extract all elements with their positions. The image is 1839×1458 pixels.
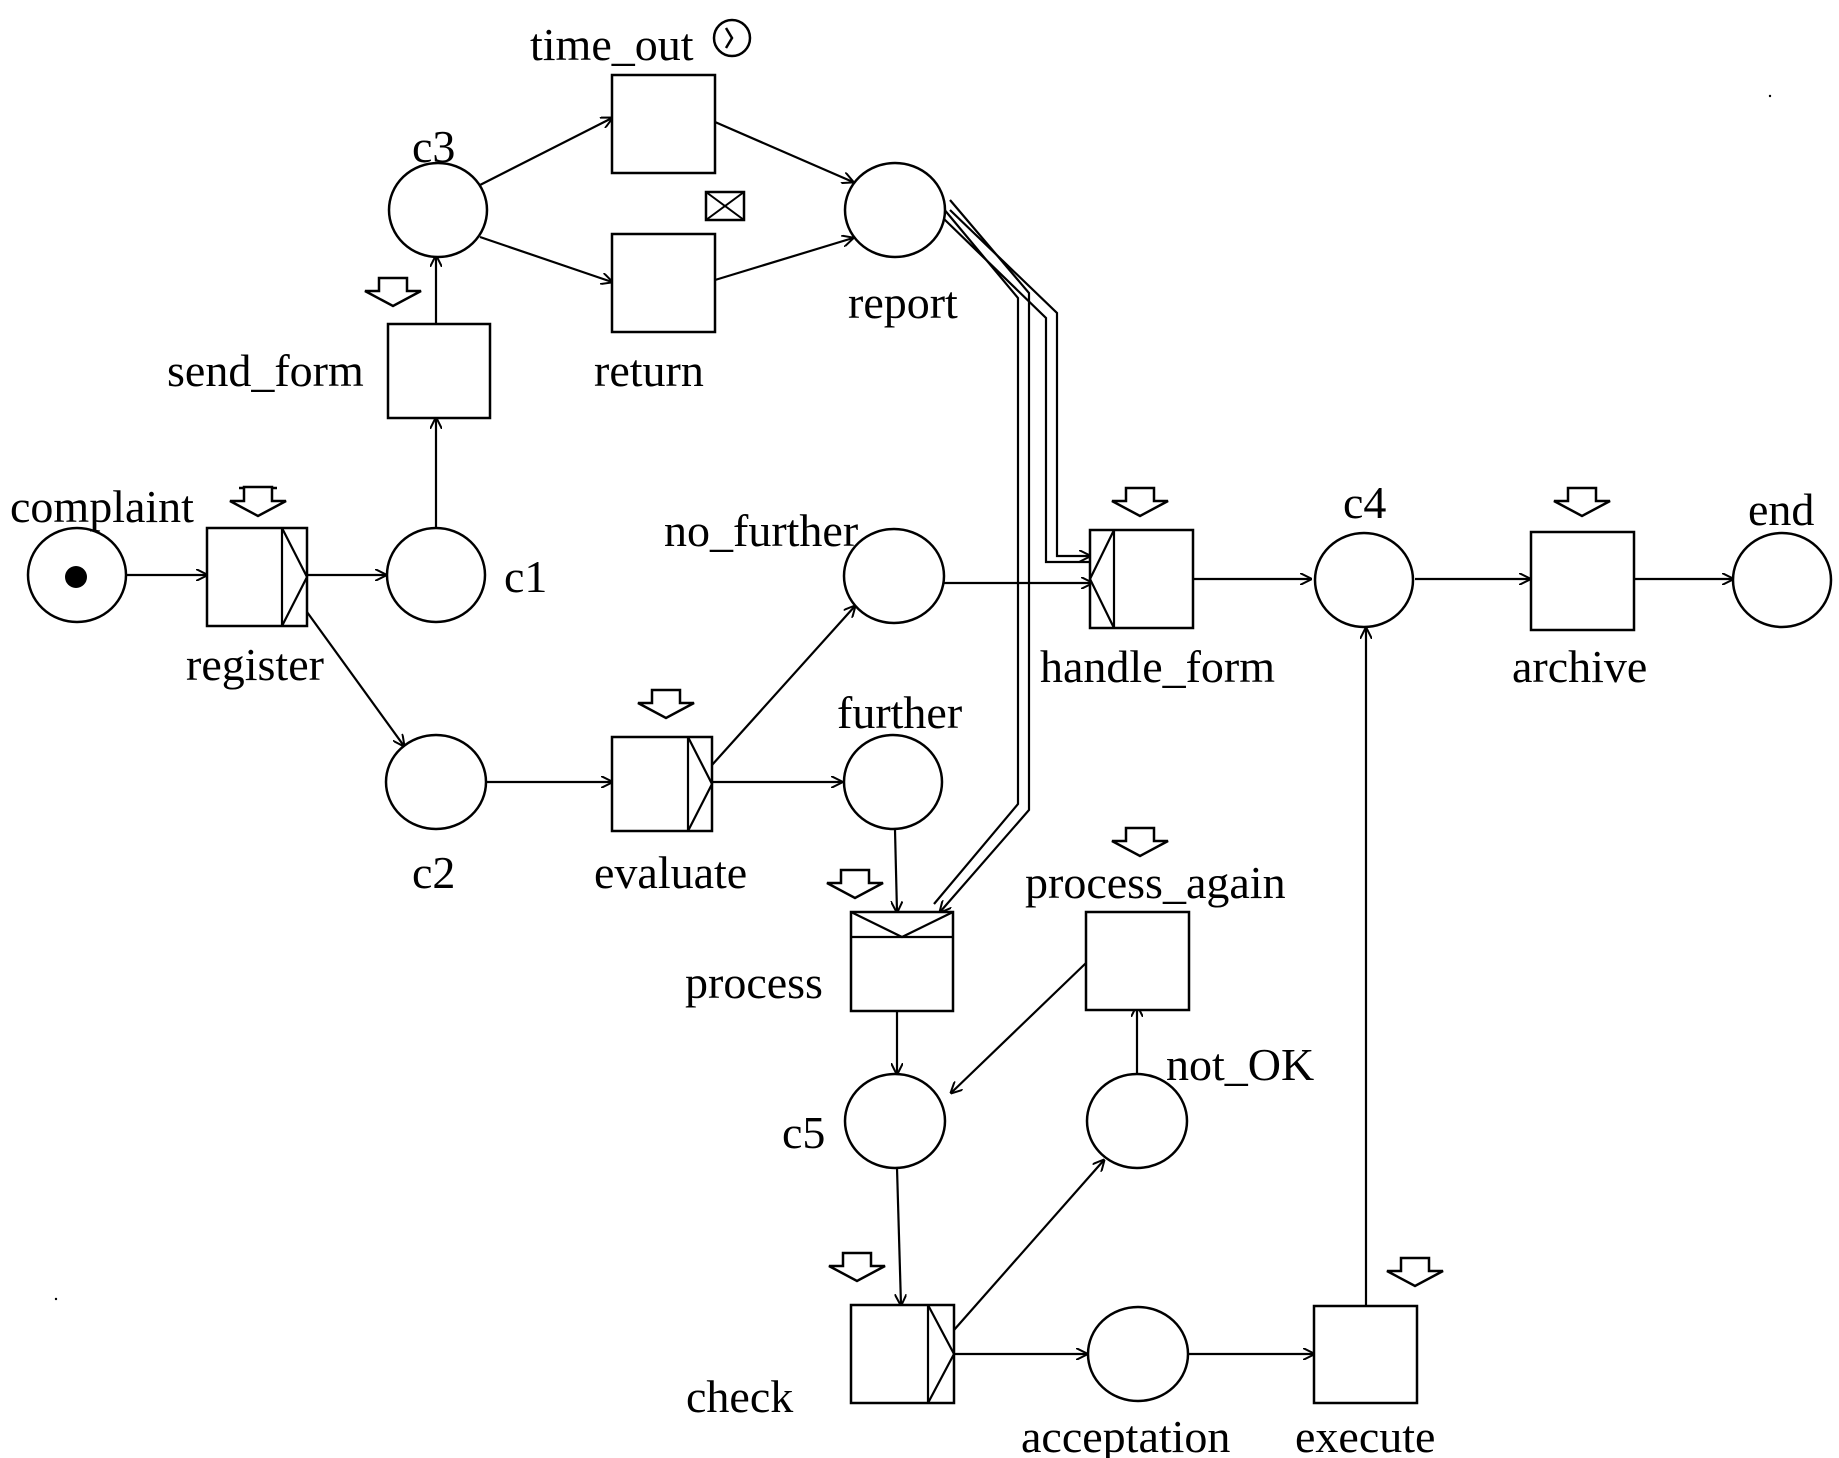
label-execute: execute: [1295, 1411, 1435, 1458]
transition-time-out: [610, 73, 717, 175]
arc-report-handle-form-inner: [942, 217, 1090, 564]
transition-send-form: [386, 322, 492, 420]
arc-report-process: [940, 199, 1031, 912]
arc-c5-check: [897, 1167, 901, 1305]
label-archive: archive: [1512, 641, 1647, 692]
label-evaluate: evaluate: [594, 847, 747, 898]
label-not-ok: not_OK: [1166, 1039, 1314, 1090]
transition-execute: [1312, 1304, 1419, 1405]
label-c2: c2: [412, 847, 455, 898]
label-complaint: complaint: [10, 481, 194, 532]
arc-report-handle-form: [949, 209, 1090, 556]
label-c1: c1: [504, 551, 547, 602]
transition-register: [205, 526, 309, 628]
transition-process: [849, 910, 955, 1013]
label-time-out: time_out: [530, 19, 694, 70]
label-return: return: [594, 345, 704, 396]
trigger-arrow-icon: [1111, 486, 1169, 518]
transition-return: [610, 232, 717, 334]
transition-process-again: [1084, 910, 1191, 1012]
trigger-arrow-icon: [1553, 486, 1611, 518]
arc-report-process-inner: [933, 207, 1020, 905]
label-c5: c5: [782, 1107, 825, 1158]
label-report: report: [848, 277, 958, 328]
place-c3: [387, 161, 489, 259]
place-not-ok: [1085, 1072, 1189, 1170]
place-acceptation: [1086, 1305, 1190, 1403]
arc-process-again-c5: [951, 962, 1087, 1093]
transition-evaluate: [610, 735, 714, 833]
trigger-arrow-icon: [637, 688, 695, 720]
trigger-arrow-icon: [828, 1251, 886, 1283]
speck: [54, 1297, 58, 1301]
transition-check: [849, 1303, 956, 1405]
trigger-arrow-icon: [1111, 826, 1169, 858]
arc-return-report: [714, 238, 853, 282]
label-process-again: process_again: [1025, 857, 1286, 908]
arcs: [126, 118, 1733, 1354]
labels: complaint c1 c2 c3 report no_further fur…: [10, 19, 1814, 1458]
place-no-further: [842, 527, 946, 625]
place-c5: [843, 1072, 947, 1170]
label-send-form: send_form: [167, 345, 364, 396]
place-c1: [385, 526, 487, 624]
clock-icon: [712, 18, 752, 58]
triggers: [229, 276, 1611, 1288]
arc-register-c2: [306, 611, 404, 746]
label-further: further: [837, 687, 962, 738]
transitions: [205, 73, 1636, 1405]
envelope-icon: [704, 190, 746, 222]
label-process: process: [685, 957, 823, 1008]
trigger-arrow-icon: [1386, 1256, 1444, 1288]
arc-time-out-report: [714, 120, 853, 182]
arc-c3-return: [479, 235, 612, 282]
trigger-arrow-icon: [826, 868, 884, 900]
label-handle-form: handle_form: [1040, 641, 1275, 692]
places: [26, 161, 1833, 1403]
arc-check-not-ok: [953, 1160, 1104, 1331]
label-acceptation: acceptation: [1021, 1411, 1230, 1458]
place-further: [842, 733, 944, 831]
place-end: [1731, 531, 1833, 629]
token: [65, 566, 87, 588]
trigger-arrow-icon: [364, 276, 422, 308]
transition-handle-form: [1088, 528, 1195, 630]
label-end: end: [1748, 484, 1814, 535]
trigger-arrow-icon: [229, 485, 287, 518]
arc-evaluate-no-further: [711, 606, 855, 766]
place-c4: [1313, 531, 1415, 629]
speck: [1768, 94, 1772, 98]
label-c4: c4: [1343, 477, 1386, 528]
label-no-further: no_further: [664, 505, 858, 556]
place-c2: [384, 733, 488, 831]
label-c3: c3: [412, 121, 455, 172]
label-check: check: [686, 1371, 793, 1422]
transition-archive: [1529, 530, 1636, 632]
label-register: register: [186, 639, 324, 690]
arc-further-process: [895, 829, 897, 912]
arc-c3-time-out: [479, 118, 612, 186]
place-report: [843, 161, 947, 259]
